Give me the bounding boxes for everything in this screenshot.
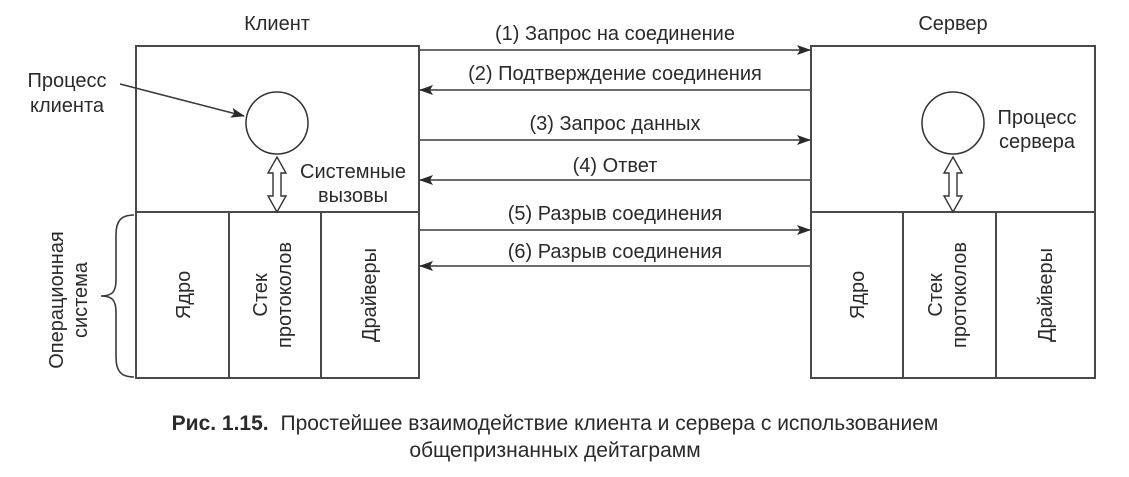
syscalls-label-1: Системные (300, 161, 406, 183)
server-stack-label-1: Стек (925, 273, 947, 317)
syscalls-label-2: вызовы (318, 185, 388, 207)
message-label-3: (3) Запрос данных (529, 113, 700, 135)
server-drivers-label: Драйверы (1035, 248, 1057, 342)
message-label-1: (1) Запрос на соединение (495, 23, 735, 45)
server-syscall-double-arrow (942, 155, 964, 214)
server-os-kernel: Ядро (847, 271, 869, 319)
message-label-6: (6) Разрыв соединения (508, 241, 723, 263)
server-os-protocol-stack: Стек протоколов (925, 242, 971, 348)
server-process-label-1: Процесс (998, 107, 1077, 129)
message-label-5: (5) Разрыв соединения (508, 203, 723, 225)
client-os-protocol-stack: Стек протоколов (250, 242, 296, 348)
client-process-label-1: Процесс (28, 70, 107, 92)
figure-caption-line2: общепризнанных дейтаграмм (409, 439, 700, 462)
client-process-label-2: клиента (30, 95, 105, 117)
client-title: Клиент (244, 13, 310, 35)
figure-number: Рис. 1.15. (172, 412, 269, 435)
figure-caption-text: Простейшее взаимодействие клиента и серв… (280, 412, 938, 435)
server-stack-label-2: протоколов (949, 242, 971, 348)
message-label-2: (2) Подтверждение соединения (468, 63, 762, 85)
client-os-kernel: Ядро (173, 271, 195, 319)
figure-caption-line1: Рис. 1.15. Простейшее взаимодействие кли… (172, 412, 939, 435)
server-process-label-2: сервера (999, 131, 1076, 153)
message-arrows: (1) Запрос на соединение (2) Подтверждени… (419, 23, 811, 271)
client-stack-label-2: протоколов (274, 242, 296, 348)
server-os-drivers: Драйверы (1035, 248, 1057, 342)
client-kernel-label: Ядро (173, 271, 195, 319)
client-drivers-label: Драйверы (359, 248, 381, 342)
server-title: Сервер (918, 13, 987, 35)
client-stack-label-1: Стек (250, 273, 272, 317)
server-kernel-label: Ядро (847, 271, 869, 319)
server-process-circle (921, 91, 985, 155)
client-process-pointer-arrow (119, 83, 245, 118)
message-label-4: (4) Ответ (573, 155, 658, 177)
client-syscall-double-arrow (266, 155, 288, 214)
client-os-drivers: Драйверы (359, 248, 381, 342)
os-label-2: система (70, 261, 92, 338)
os-label-1: Операционная (46, 231, 68, 369)
client-process-circle (245, 91, 309, 155)
os-brace (100, 214, 135, 378)
